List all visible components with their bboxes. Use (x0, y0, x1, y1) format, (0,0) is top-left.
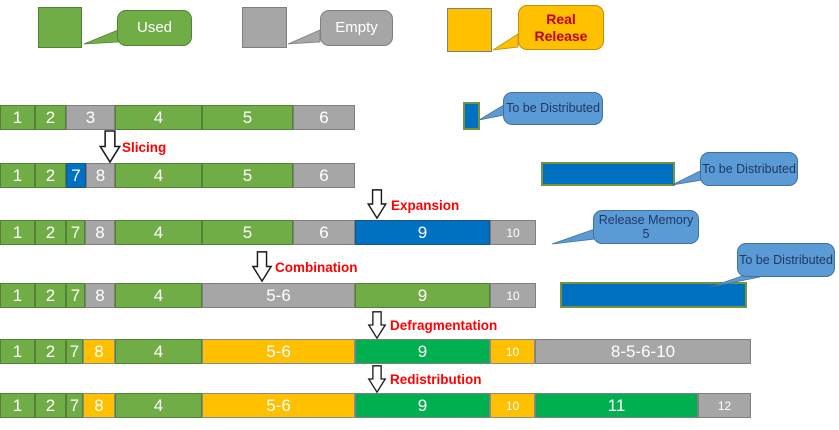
memory-block-12: 12 (698, 393, 751, 418)
memory-block-4: 4 (115, 339, 202, 364)
callout-tail (478, 104, 505, 121)
step-label-slicing: Slicing (122, 140, 167, 155)
memory-block-5-6: 5-6 (202, 283, 355, 308)
empty-swatch (242, 7, 287, 48)
memory-block-8: 8 (83, 393, 115, 418)
memory-block-5-6: 5-6 (202, 393, 355, 418)
memory-block-7: 7 (66, 220, 85, 245)
memory-block-8-5-6-10: 8-5-6-10 (535, 339, 751, 364)
memory-block-7: 7 (66, 283, 85, 308)
memory-block-10: 10 (490, 339, 535, 364)
step-label-expansion: Expansion (391, 198, 460, 213)
memory-block-11: 11 (535, 393, 698, 418)
memory-block-10: 10 (490, 220, 536, 245)
memory-block-4: 4 (115, 105, 202, 130)
memory-block-1: 1 (0, 393, 35, 418)
empty-label: Empty (335, 19, 378, 37)
memory-block-8: 8 (85, 220, 115, 245)
memory-block-6: 6 (293, 105, 355, 130)
memory-block-2: 2 (35, 393, 66, 418)
memory-block-9: 9 (355, 283, 490, 308)
memory-block-9: 9 (355, 393, 490, 418)
empty-label-callout: Empty (320, 10, 393, 46)
memory-block-6: 6 (293, 163, 355, 188)
callout-text: To be Distributed (506, 101, 600, 116)
memory-block-2: 2 (35, 220, 66, 245)
callout-to-be-distributed-3: To be Distributed (737, 243, 835, 277)
memory-block-5: 5 (202, 220, 293, 245)
to-be-distributed-bar-medium (541, 162, 675, 186)
real-release-label: Real Release (534, 11, 588, 44)
memory-block-7: 7 (66, 393, 83, 418)
used-swatch (38, 7, 82, 48)
memory-block-1: 1 (0, 105, 35, 130)
memory-block-2: 2 (35, 283, 66, 308)
empty-callout-tail (287, 29, 321, 45)
memory-block-8: 8 (86, 163, 115, 188)
memory-block-2: 2 (35, 163, 66, 188)
callout-to-be-distributed-1: To be Distributed (503, 92, 603, 125)
step-label-combination: Combination (275, 260, 358, 275)
memory-block-10: 10 (490, 393, 535, 418)
down-arrow-icon (251, 251, 273, 283)
memory-block-4: 4 (115, 393, 202, 418)
used-label: Used (136, 19, 173, 37)
step-label-defragmentation: Defragmentation (390, 318, 498, 333)
to-be-distributed-bar-large (560, 282, 747, 308)
memory-block-1: 1 (0, 339, 35, 364)
memory-block-4: 4 (115, 220, 202, 245)
memory-block-9: 9 (355, 220, 490, 245)
to-be-distributed-bar-small (463, 102, 480, 130)
memory-block-5-6: 5-6 (202, 339, 355, 364)
memory-block-5: 5 (202, 105, 293, 130)
real-release-swatch (447, 8, 492, 52)
memory-block-1: 1 (0, 283, 35, 308)
memory-block-8: 8 (83, 339, 115, 364)
down-arrow-icon (366, 189, 388, 220)
memory-block-8: 8 (85, 283, 115, 308)
memory-block-4: 4 (115, 283, 202, 308)
callout-tail (551, 228, 596, 245)
used-label-callout: Used (117, 10, 192, 46)
used-callout-tail (83, 29, 119, 45)
callout-text: Release Memory 5 (598, 212, 694, 241)
down-arrow-icon (98, 130, 122, 164)
callout-release-memory-5: Release Memory 5 (593, 210, 699, 244)
real-release-label-callout: Real Release (518, 5, 604, 50)
memory-block-7: 7 (66, 163, 86, 188)
callout-text: To be Distributed (739, 252, 833, 267)
memory-block-10: 10 (490, 283, 536, 308)
callout-to-be-distributed-2: To be Distributed (700, 152, 798, 186)
memory-block-3: 3 (66, 105, 115, 130)
memory-block-2: 2 (35, 105, 66, 130)
real-release-callout-tail (492, 33, 519, 51)
down-arrow-icon (367, 311, 387, 340)
memory-block-9: 9 (355, 339, 490, 364)
memory-block-5: 5 (202, 163, 293, 188)
callout-text: To be Distributed (702, 161, 796, 176)
memory-block-4: 4 (115, 163, 202, 188)
memory-block-6: 6 (293, 220, 355, 245)
memory-block-7: 7 (66, 339, 83, 364)
memory-block-2: 2 (35, 339, 66, 364)
memory-block-1: 1 (0, 220, 35, 245)
down-arrow-icon (367, 365, 387, 394)
memory-block-1: 1 (0, 163, 35, 188)
step-label-redistribution: Redistribution (390, 372, 482, 387)
